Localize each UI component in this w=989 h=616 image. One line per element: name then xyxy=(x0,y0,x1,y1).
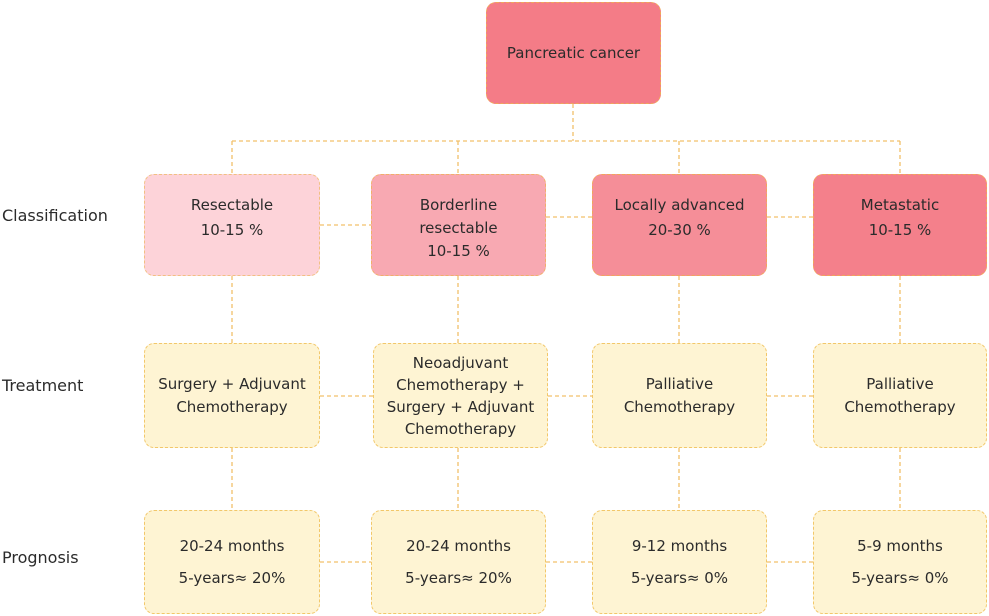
classification-resectable: Resectable 10-15 % xyxy=(144,174,320,276)
treatment-line: Surgery + Adjuvant xyxy=(158,374,306,393)
prognosis-five-year: 5-years≈ 20% xyxy=(178,568,286,587)
prognosis-survival: 20-24 months xyxy=(406,536,511,555)
classification-name-line-2: resectable xyxy=(419,219,498,237)
treatment-line: Chemotherapy xyxy=(404,419,517,438)
prognosis-survival: 20-24 months xyxy=(179,536,285,555)
prognosis-survival: 9-12 months xyxy=(631,536,728,555)
prognosis-borderline-resectable: 20-24 months 5-years≈ 20% xyxy=(371,510,546,614)
treatment-line: Chemotherapy xyxy=(176,397,288,416)
row-label-prognosis: Prognosis xyxy=(2,548,79,567)
classification-name: Metastatic xyxy=(860,196,940,214)
prognosis-metastatic: 5-9 months 5-years≈ 0% xyxy=(813,510,987,614)
classification-name: Resectable xyxy=(190,196,274,214)
classification-metastatic: Metastatic 10-15 % xyxy=(813,174,987,276)
treatment-metastatic: Palliative Chemotherapy xyxy=(813,343,987,448)
prognosis-locally-advanced: 9-12 months 5-years≈ 0% xyxy=(592,510,767,614)
treatment-line: Chemotherapy xyxy=(844,397,956,416)
treatment-locally-advanced: Palliative Chemotherapy xyxy=(592,343,767,448)
classification-name: Borderline xyxy=(419,196,498,214)
prognosis-five-year: 5-years≈ 0% xyxy=(630,568,729,587)
prognosis-five-year: 5-years≈ 20% xyxy=(405,568,512,587)
treatment-resectable: Surgery + Adjuvant Chemotherapy xyxy=(144,343,320,448)
treatment-line: Palliative xyxy=(645,374,714,393)
treatment-line: Surgery + Adjuvant xyxy=(386,397,535,416)
root-label: Pancreatic cancer xyxy=(506,43,641,62)
root-node: Pancreatic cancer xyxy=(486,2,661,104)
classification-percentage: 10-15 % xyxy=(868,221,932,239)
treatment-line: Chemotherapy + xyxy=(396,375,525,394)
classification-percentage: 10-15 % xyxy=(200,221,264,239)
classification-percentage: 20-30 % xyxy=(648,221,711,239)
row-label-classification: Classification xyxy=(2,206,108,225)
classification-borderline-resectable: Borderline resectable 10-15 % xyxy=(371,174,546,276)
treatment-borderline-resectable: Neoadjuvant Chemotherapy + Surgery + Adj… xyxy=(373,343,548,448)
treatment-line: Palliative xyxy=(866,374,934,393)
classification-name: Locally advanced xyxy=(614,196,745,214)
classification-locally-advanced: Locally advanced 20-30 % xyxy=(592,174,767,276)
row-label-treatment: Treatment xyxy=(2,376,84,395)
prognosis-resectable: 20-24 months 5-years≈ 20% xyxy=(144,510,320,614)
prognosis-five-year: 5-years≈ 0% xyxy=(851,568,949,587)
classification-percentage: 10-15 % xyxy=(427,242,490,260)
treatment-line: Neoadjuvant xyxy=(412,353,509,372)
prognosis-survival: 5-9 months xyxy=(857,536,943,555)
treatment-line: Chemotherapy xyxy=(623,397,736,416)
